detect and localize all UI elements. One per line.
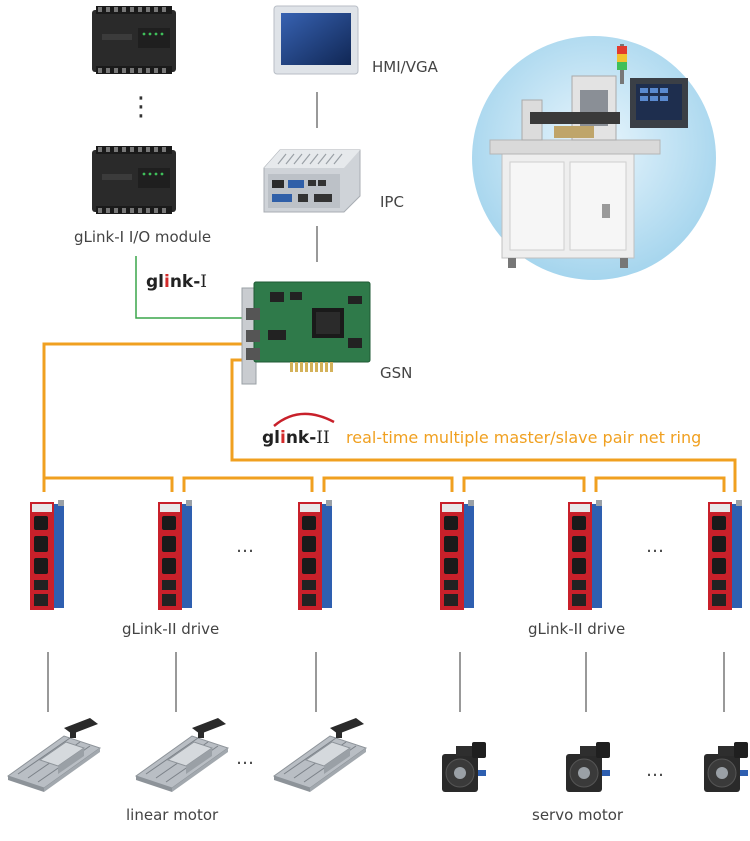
- ipc-label: IPC: [380, 193, 404, 211]
- glink2-logo-gl: gl: [262, 428, 280, 448]
- linear-motor-icon: [134, 718, 230, 792]
- servo-drive-icon: [568, 500, 602, 610]
- glink1-logo-suffix: I: [200, 272, 208, 292]
- servo-motor-ellipsis: …: [646, 760, 664, 781]
- ring-right: [230, 358, 737, 492]
- ring-pair-3: [322, 476, 454, 492]
- ring-pair-5: [594, 476, 726, 492]
- ring-description: real-time multiple master/slave pair net…: [346, 428, 702, 447]
- servo-motor-icon: [442, 742, 486, 792]
- servo-motor-label: servo motor: [532, 806, 624, 824]
- drive-ellipsis-right: …: [646, 536, 664, 557]
- glink2-logo-i: i: [280, 428, 286, 448]
- glink1-logo-nk: nk-: [169, 272, 201, 292]
- machine-photo: [472, 36, 716, 280]
- io-module-icon: [92, 146, 176, 214]
- glink1-logo-i: i: [164, 272, 170, 292]
- servo-motor-icon: [566, 742, 610, 792]
- linear-motor-icon: [272, 718, 368, 792]
- ring-pair-2: [182, 476, 314, 492]
- glink2-logo-nk: nk-: [285, 428, 317, 448]
- io-module-icon: [92, 6, 176, 74]
- gsn-label: GSN: [380, 364, 413, 382]
- hmi-monitor-icon: [273, 5, 359, 75]
- glink1-logo: glink-I: [146, 272, 207, 292]
- glink2-logo-swoosh-icon: [273, 412, 335, 427]
- hmi-label: HMI/VGA: [372, 58, 438, 76]
- ring-pair-1: [42, 476, 174, 492]
- servo-drive-icon: [298, 500, 332, 610]
- linear-motor-icon: [6, 718, 102, 792]
- servo-drive-icon: [30, 500, 64, 610]
- linear-motor-ellipsis: …: [236, 748, 254, 769]
- ipc-icon: [263, 149, 361, 213]
- servo-drive-icon: [158, 500, 192, 610]
- ring-pair-4: [462, 476, 586, 492]
- io-module-label: gLink-I I/O module: [74, 228, 212, 246]
- servo-drive-icon: [440, 500, 474, 610]
- glink2-logo-suffix: II: [316, 428, 330, 448]
- glink2-logo: glink-II: [262, 428, 330, 448]
- drive-ellipsis-left: …: [236, 536, 254, 557]
- linear-motor-label: linear motor: [126, 806, 219, 824]
- servo-drive-icon: [708, 500, 742, 610]
- drive-label-left: gLink-II drive: [122, 620, 220, 638]
- ring-left: [42, 342, 252, 492]
- drive-label-right: gLink-II drive: [528, 620, 626, 638]
- io-module-vertical-ellipsis: ⋮: [128, 92, 154, 122]
- glink1-logo-gl: gl: [146, 272, 164, 292]
- glink1-line: [135, 256, 250, 319]
- gsn-card-icon: [241, 281, 371, 385]
- servo-motor-icon: [704, 742, 748, 792]
